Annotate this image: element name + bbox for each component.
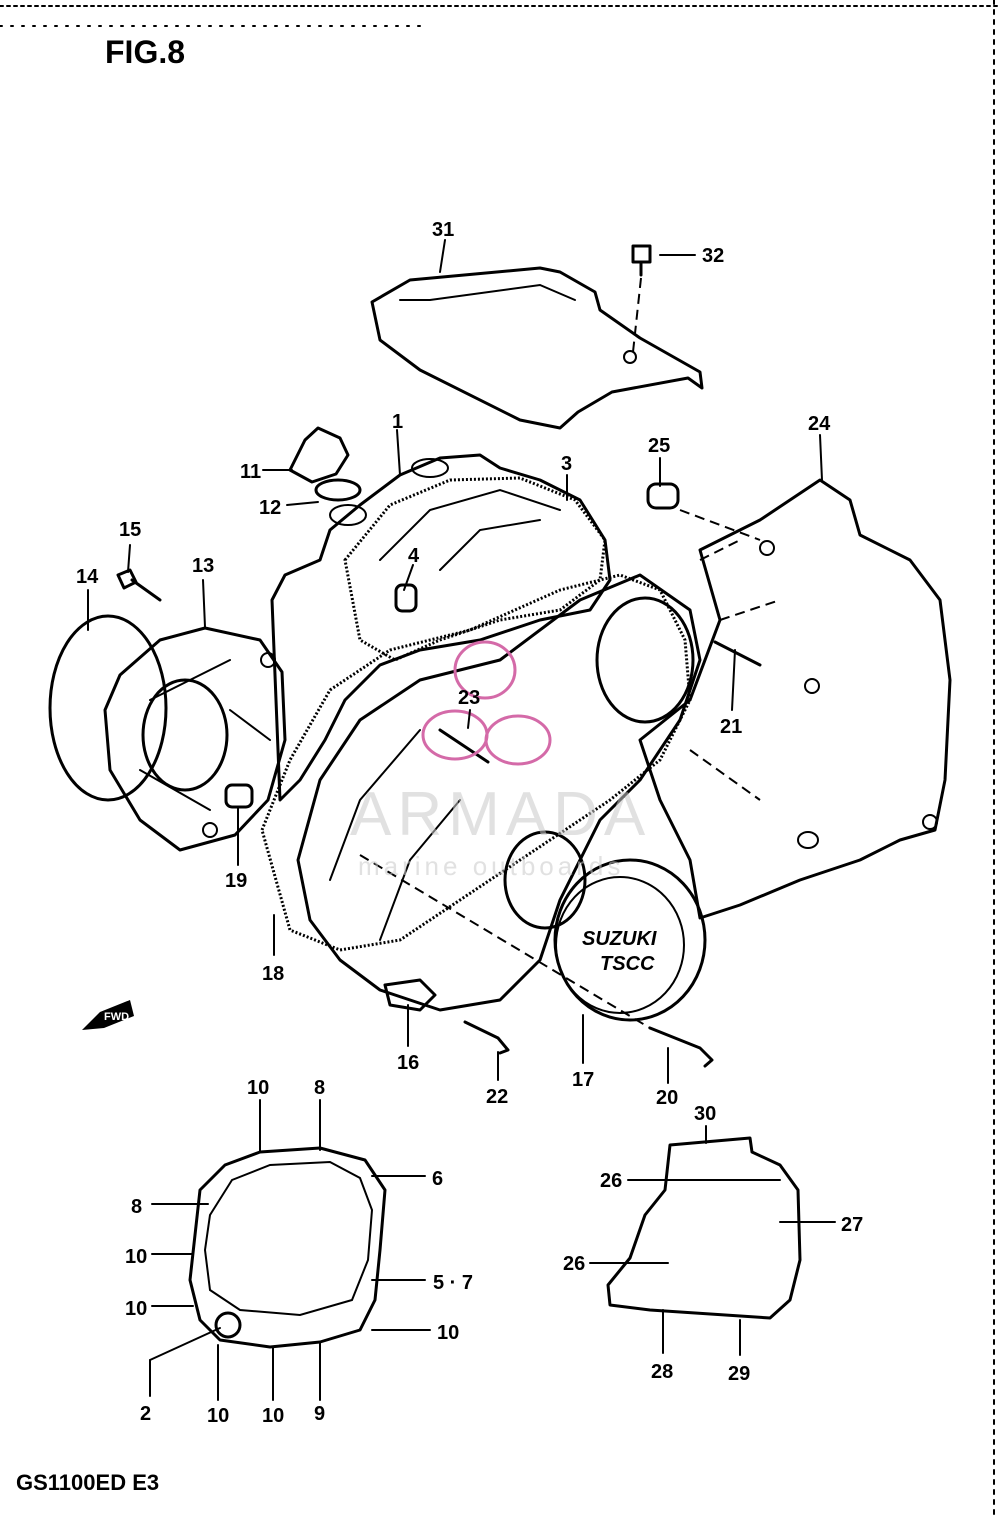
cover-bolt-hole <box>804 678 820 694</box>
callout-label: 10 <box>207 1405 229 1427</box>
callout-label: 23 <box>458 687 480 709</box>
callout-label: 22 <box>486 1086 508 1108</box>
cover-ribs <box>139 659 271 811</box>
part-15-bolt-head <box>116 568 138 590</box>
part-12-o-ring <box>314 478 362 502</box>
callout-label: 2 <box>140 1403 151 1425</box>
callout-label: 10 <box>125 1298 147 1320</box>
model-code: GS1100ED E3 <box>16 1470 159 1495</box>
cover-bolt-hole <box>202 822 218 838</box>
part-20-bolt <box>648 1026 714 1068</box>
inner-boss <box>503 830 587 930</box>
assembly-line <box>632 277 642 353</box>
part-16-bracket <box>383 978 437 1012</box>
watermark-tagline: marine outboards <box>358 851 624 881</box>
forward-arrow-icon <box>82 1000 134 1030</box>
part-15-bolt-shank <box>130 578 162 602</box>
assembly-line <box>679 509 761 541</box>
body-rib <box>379 488 561 561</box>
gasket-hole <box>214 1311 242 1339</box>
callout-label: 1 <box>392 411 403 433</box>
cover-bolt-hole <box>759 540 775 556</box>
part-3-gasket <box>343 476 607 662</box>
callout-label: 10 <box>247 1077 269 1099</box>
part-22-bolt <box>463 1020 510 1055</box>
callout-labels: 1 2 3 4 5 · 7 6 8 8 9 10 10 10 10 10 10 … <box>76 219 863 1427</box>
callout-label: 9 <box>314 1403 325 1425</box>
callout-label: 3 <box>561 453 572 475</box>
forward-arrow-label: FWD <box>104 1011 129 1023</box>
part-13-signal-generator-cover <box>103 626 287 852</box>
callout-label: 17 <box>572 1069 594 1091</box>
part-1-crankcase-body <box>270 453 612 802</box>
part-11-oil-cap <box>288 426 350 484</box>
part-2-clutch-cover <box>296 573 702 1012</box>
cover-bearing-boss <box>595 596 695 724</box>
filler-hole <box>411 458 449 478</box>
gasket-inner-edge <box>203 1160 374 1317</box>
callout-label: 21 <box>720 716 742 738</box>
part-14-gasket <box>48 614 168 802</box>
part-19-dowel <box>224 783 254 809</box>
callout-label: 25 <box>648 435 670 457</box>
part-4-dowel-pin <box>394 583 418 613</box>
callout-label: 32 <box>702 245 724 267</box>
callout-label: 10 <box>437 1322 459 1344</box>
callout-label: 29 <box>728 1363 750 1385</box>
callout-label: 11 <box>240 461 261 483</box>
callout-label: 26 <box>600 1170 622 1192</box>
callout-label: 5 · 7 <box>433 1272 473 1294</box>
plate-edge <box>399 283 576 301</box>
cover-port <box>797 831 819 849</box>
plate-bolt-hole <box>623 350 637 364</box>
callout-label: 31 <box>432 219 454 241</box>
part-25-dowel <box>646 482 680 510</box>
callout-label: 16 <box>397 1052 419 1074</box>
inspection-cover-rim <box>555 876 685 1014</box>
callout-leader-lines <box>87 239 836 1401</box>
callout-label: 26 <box>563 1253 585 1275</box>
part-24-right-cover <box>638 478 952 920</box>
cover-detail-right <box>606 1136 802 1320</box>
cover-hidden-lines <box>689 539 781 801</box>
callout-label: 12 <box>259 497 281 519</box>
assembly-line <box>359 854 651 1029</box>
body-rib <box>439 519 541 571</box>
watermark-brand: ARMADA <box>350 780 651 849</box>
part-23-bolt <box>438 728 490 764</box>
callout-label: 30 <box>694 1103 716 1125</box>
gasket-detail-left <box>188 1146 387 1349</box>
callout-label: 10 <box>262 1405 284 1427</box>
cover-inner-ring <box>141 678 229 792</box>
callout-label: 18 <box>262 963 284 985</box>
cover-bolt-hole <box>260 652 276 668</box>
callout-label: 10 <box>125 1246 147 1268</box>
callout-label: 6 <box>432 1168 443 1190</box>
callout-label: 27 <box>841 1214 863 1236</box>
callout-label: 19 <box>225 870 247 892</box>
part-32-bolt-head <box>631 244 652 264</box>
part-31-cover-plate <box>370 266 704 430</box>
figure-label: FIG.8 <box>105 34 185 70</box>
callout-label: 24 <box>808 413 831 435</box>
sight-window <box>329 504 367 526</box>
callout-label: 14 <box>76 566 99 588</box>
cover-brand-text: SUZUKI <box>582 928 657 950</box>
cover-bolt-hole <box>922 814 938 830</box>
watermark-propeller-icon <box>421 640 552 766</box>
callout-label: 8 <box>314 1077 325 1099</box>
cover-model-text: TSCC <box>600 953 655 975</box>
callout-label: 20 <box>656 1087 678 1109</box>
part-21-bolt <box>713 640 762 667</box>
part-17-inspection-cover <box>553 858 707 1022</box>
callout-label: 15 <box>119 519 141 541</box>
callout-label: 13 <box>192 555 214 577</box>
cover-fins <box>329 729 461 941</box>
callout-label: 4 <box>408 545 420 567</box>
callout-label: 8 <box>131 1196 142 1218</box>
callout-label: 28 <box>651 1361 673 1383</box>
part-18-gasket <box>260 573 692 952</box>
